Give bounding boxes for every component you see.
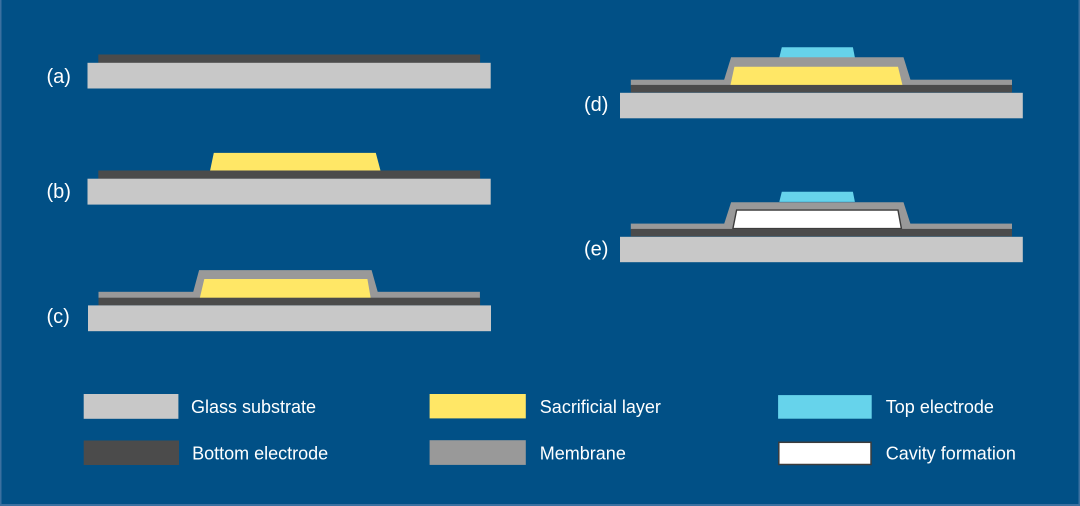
svg-text:(a): (a) (47, 66, 71, 88)
svg-text:(e): (e) (584, 239, 608, 261)
svg-text:Sacrificial layer: Sacrificial layer (540, 397, 661, 417)
svg-text:(b): (b) (47, 181, 71, 203)
svg-text:(c): (c) (47, 306, 70, 328)
svg-text:Top electrode: Top electrode (886, 397, 994, 417)
svg-text:Membrane: Membrane (540, 443, 626, 463)
svg-text:(d): (d) (584, 94, 608, 116)
svg-text:Bottom electrode: Bottom electrode (192, 443, 328, 463)
svg-text:Glass substrate: Glass substrate (191, 397, 316, 417)
svg-text:Cavity formation: Cavity formation (886, 443, 1016, 463)
